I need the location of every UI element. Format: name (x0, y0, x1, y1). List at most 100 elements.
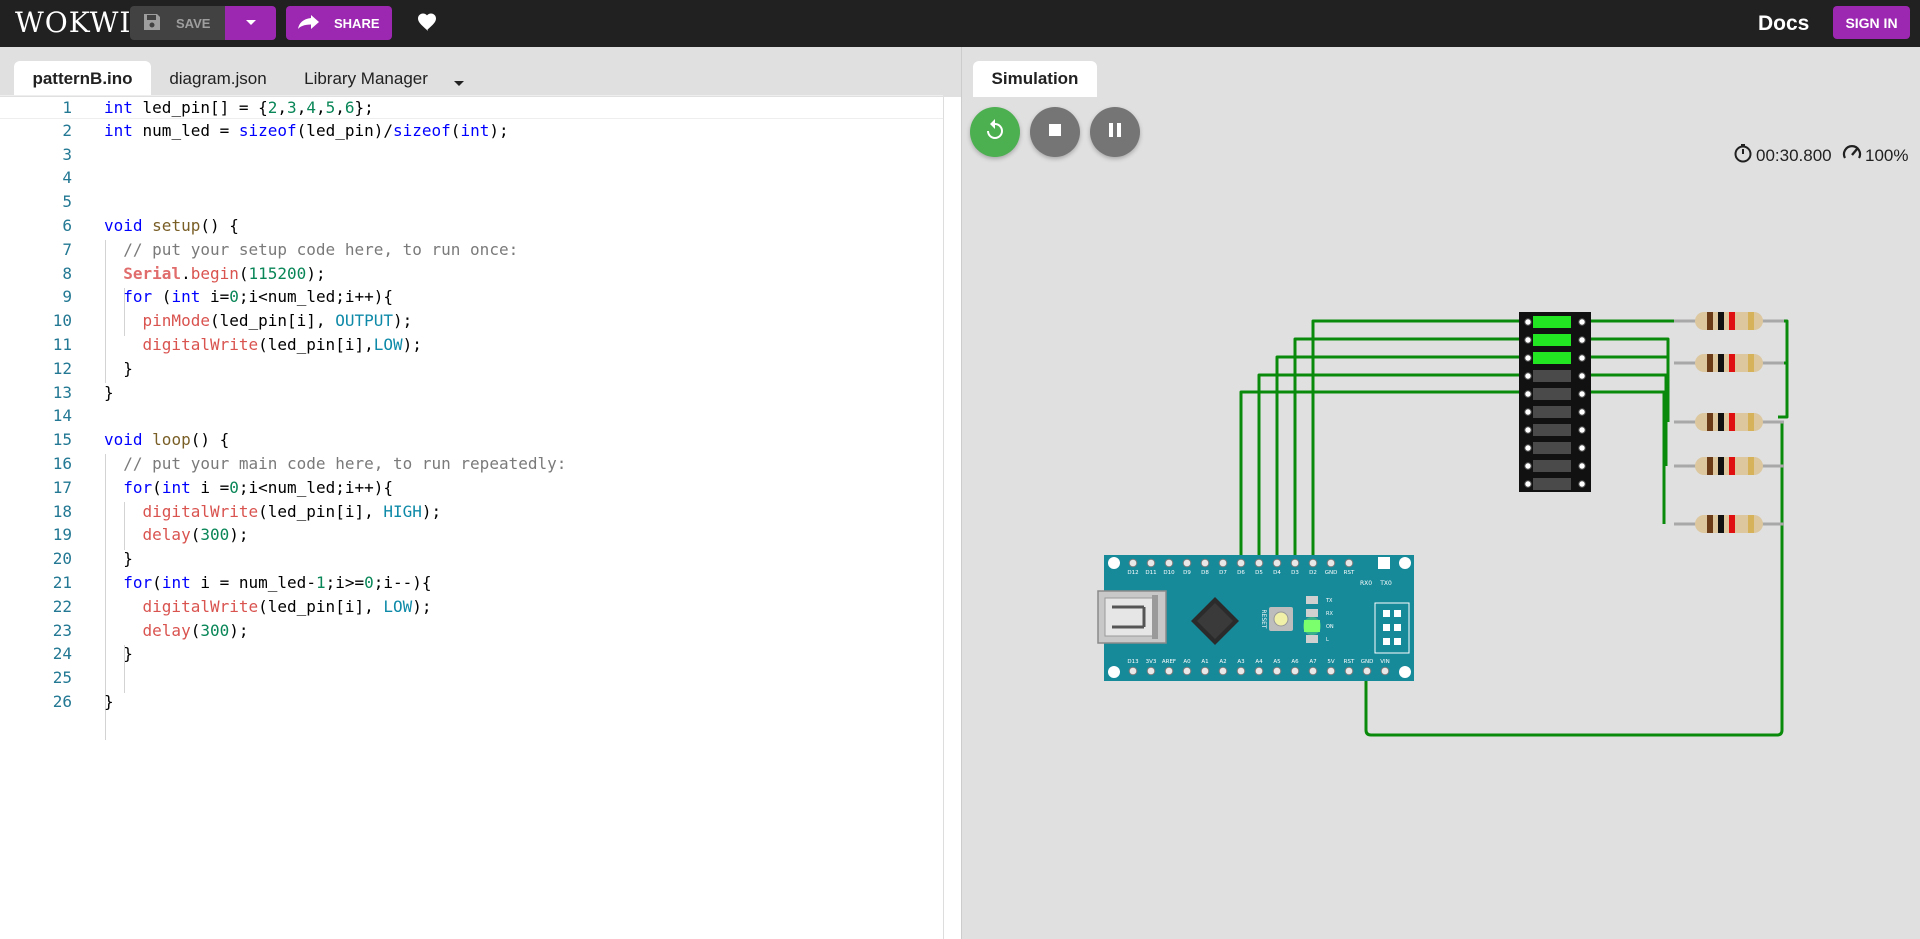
board-pin[interactable] (1146, 558, 1156, 568)
code-token: ( (190, 620, 201, 640)
code-token: ); (402, 335, 422, 354)
code-token: for (123, 573, 153, 592)
speed-value: 100% (1865, 145, 1909, 165)
board-pin[interactable] (1254, 666, 1264, 676)
tab-library-manager[interactable]: Library Manager (304, 68, 428, 88)
board-pin[interactable] (1254, 558, 1264, 568)
resistor[interactable] (1674, 457, 1784, 475)
board-pin[interactable] (1128, 666, 1138, 676)
code-line[interactable]: 17 for(int i =0;i<num_led;i++){ (0, 476, 943, 500)
code-line[interactable]: 10 pinMode(led_pin[i], OUTPUT); (0, 309, 943, 333)
board-pin[interactable] (1326, 666, 1336, 676)
code-token: i= (200, 287, 230, 307)
code-token: HIGH (383, 501, 422, 521)
board-pin[interactable] (1236, 558, 1246, 568)
board-pin[interactable] (1146, 666, 1156, 676)
tab-diagram-json[interactable]: diagram.json (169, 68, 267, 88)
board-pin[interactable] (1362, 666, 1372, 676)
board-pin[interactable] (1290, 558, 1300, 568)
code-line[interactable]: 24 } (0, 642, 943, 666)
tab-patternb-ino[interactable]: patternB.ino (14, 61, 151, 96)
bar-graph-pin (1578, 444, 1586, 452)
board-pin[interactable] (1200, 666, 1210, 676)
code-line[interactable]: 21 for(int i = num_led-1;i>=0;i--){ (0, 571, 943, 595)
code-token: // put your main code here, to run repea… (123, 454, 567, 473)
resistor[interactable] (1674, 312, 1784, 330)
code-line[interactable]: 11 digitalWrite(led_pin[i],LOW); (0, 333, 943, 357)
board-pin[interactable] (1272, 666, 1282, 676)
board-pin[interactable] (1344, 666, 1354, 676)
code-token: 300 (200, 620, 230, 640)
code-line[interactable]: 8 Serial.begin(115200); (0, 262, 943, 286)
code-token: . (181, 263, 191, 283)
code-token: loop (152, 430, 191, 450)
restart-simulation-button[interactable] (970, 107, 1020, 157)
board-pin[interactable] (1164, 558, 1174, 568)
code-line[interactable]: 23 delay(300); (0, 619, 943, 643)
code-line[interactable]: 9 for (int i=0;i<num_led;i++){ (0, 285, 943, 309)
board-pin[interactable] (1128, 558, 1138, 568)
heart-icon[interactable] (416, 10, 440, 39)
code-line[interactable]: 25 (0, 666, 943, 690)
board-pin[interactable] (1326, 558, 1336, 568)
code-line[interactable]: 13} (0, 381, 943, 405)
board-pin[interactable] (1200, 558, 1210, 568)
wokwi-logo[interactable]: WOKWI (15, 6, 132, 39)
docs-link[interactable]: Docs (1758, 12, 1810, 35)
code-line[interactable]: 5 (0, 190, 943, 214)
share-button[interactable]: SHARE (286, 6, 392, 40)
line-number: 15 (52, 430, 72, 450)
board-pin[interactable] (1308, 666, 1318, 676)
board-pin[interactable] (1272, 558, 1282, 568)
board-pin[interactable] (1164, 666, 1174, 676)
board-pin[interactable] (1182, 666, 1192, 676)
code-line[interactable]: 12 } (0, 357, 943, 381)
tab-simulation[interactable]: Simulation (973, 61, 1097, 97)
pin-label: D2 (1309, 570, 1317, 576)
reset-button[interactable] (1269, 607, 1293, 631)
led-bar-graph[interactable] (1519, 312, 1591, 492)
code-line[interactable]: 20 } (0, 547, 943, 571)
code-line[interactable]: 3 (0, 143, 943, 167)
code-line[interactable]: 18 digitalWrite(led_pin[i], HIGH); (0, 500, 943, 524)
resistor[interactable] (1674, 354, 1784, 372)
tabs-menu-caret-icon[interactable] (453, 75, 465, 93)
sign-in-button[interactable]: SIGN IN (1833, 6, 1910, 39)
save-options-dropdown[interactable] (225, 6, 276, 40)
line-number: 17 (52, 477, 72, 497)
pane-splitter[interactable] (961, 47, 962, 939)
board-pin[interactable] (1236, 666, 1246, 676)
pin-label: 3V3 (1146, 659, 1157, 665)
resistor[interactable] (1674, 515, 1784, 533)
code-line[interactable]: 22 digitalWrite(led_pin[i], LOW); (0, 595, 943, 619)
code-token: for (123, 477, 153, 497)
board-pin[interactable] (1290, 666, 1300, 676)
code-line[interactable]: 4 (0, 166, 943, 190)
pause-simulation-button[interactable] (1090, 107, 1140, 157)
code-line[interactable]: 16 // put your main code here, to run re… (0, 452, 943, 476)
code-line[interactable]: 19 delay(300); (0, 523, 943, 547)
code-line[interactable]: 26} (0, 690, 943, 714)
board-pin[interactable] (1218, 558, 1228, 568)
board-pin[interactable] (1218, 666, 1228, 676)
pin-label: D7 (1219, 570, 1227, 576)
pin-label: D3 (1291, 570, 1299, 576)
code-line[interactable]: 14 (0, 404, 943, 428)
board-pin[interactable] (1182, 558, 1192, 568)
board-pin[interactable] (1308, 558, 1318, 568)
board-pin[interactable] (1380, 666, 1390, 676)
resistor[interactable] (1674, 413, 1784, 431)
board-pin[interactable] (1344, 558, 1354, 568)
stop-simulation-button[interactable] (1030, 107, 1080, 157)
code-line[interactable]: 7 // put your setup code here, to run on… (0, 238, 943, 262)
editor-scrollbar[interactable] (943, 97, 961, 939)
save-button[interactable]: SAVE (130, 6, 225, 40)
speedometer-icon (1842, 143, 1862, 168)
